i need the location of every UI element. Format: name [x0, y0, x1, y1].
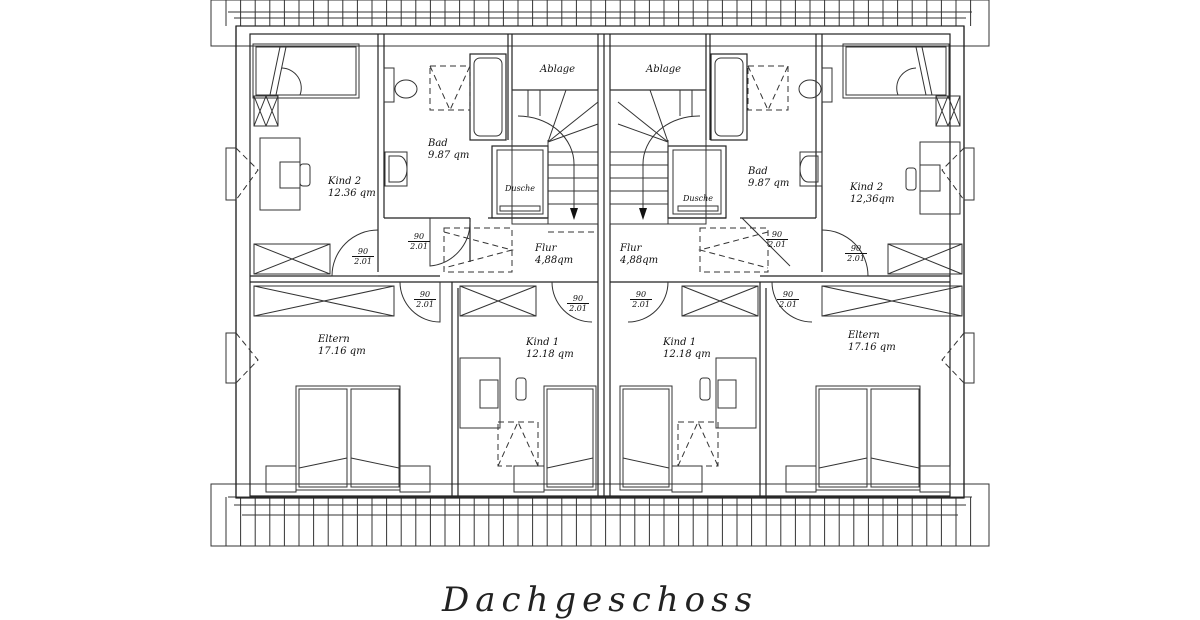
roof-tiles-bottom — [210, 483, 990, 547]
skylight-icon — [429, 65, 789, 467]
chair-icon — [299, 163, 917, 401]
bed-icon — [252, 43, 950, 99]
nightstand-icon — [253, 95, 961, 127]
roof-tiles-top — [210, 0, 990, 47]
double-bed-icon — [265, 385, 951, 493]
room-label-dusche-right: Dusche — [683, 194, 714, 203]
room-label-dusche-left: Dusche — [505, 184, 536, 193]
drawing-title: Dachgeschoss — [441, 580, 759, 620]
stair-arrow-icon — [639, 208, 647, 220]
stairs-right — [609, 89, 707, 225]
right-unit-walls — [610, 34, 950, 496]
window-icon — [225, 147, 975, 384]
desk-icon — [259, 137, 961, 215]
floor-plan-drawing — [210, 0, 990, 547]
desk-icon — [459, 357, 757, 429]
party-wall — [597, 34, 611, 496]
outer-walls — [235, 25, 965, 499]
door-swings — [331, 217, 869, 323]
bed-icon — [513, 385, 703, 493]
stairs-left — [511, 89, 599, 233]
wardrobe-icon — [253, 243, 963, 317]
sink-icon — [384, 151, 823, 187]
room-label-ablage-right: Ablage — [646, 64, 682, 75]
stair-arrow-icon — [570, 208, 578, 220]
toilet-icon — [383, 67, 833, 103]
room-label-ablage-left: Ablage — [540, 64, 576, 75]
